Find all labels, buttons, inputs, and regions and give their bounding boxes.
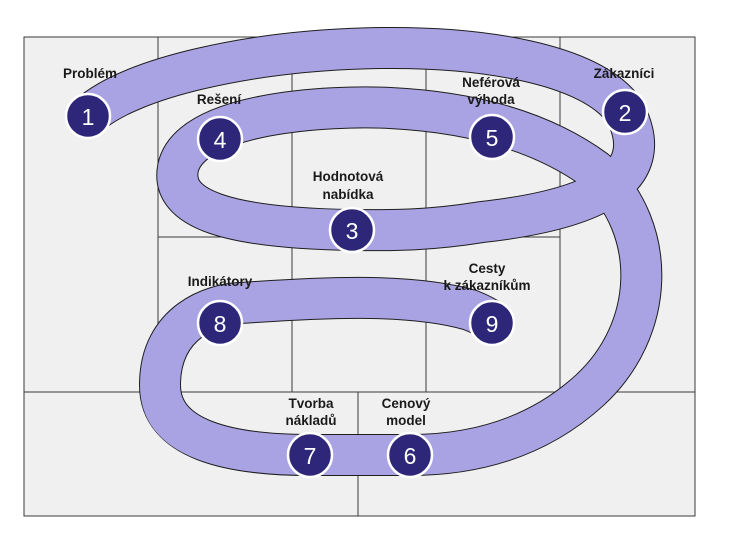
step-1: 1 Problém xyxy=(63,66,117,140)
step-number: 3 xyxy=(346,218,359,244)
spiral-fill xyxy=(68,28,662,476)
label-value-line2: nabídka xyxy=(322,187,374,202)
label-unfair-line2: výhoda xyxy=(467,92,515,107)
step-number: 6 xyxy=(404,443,417,469)
step-circle xyxy=(64,92,112,140)
step-circle xyxy=(196,299,244,347)
step-number: 8 xyxy=(214,311,227,337)
step-circle xyxy=(386,431,434,479)
label-customers: Zákazníci xyxy=(594,66,655,81)
step-number: 4 xyxy=(214,127,227,153)
step-circle xyxy=(468,113,516,161)
step-6: 6 Cenový model xyxy=(382,396,434,479)
label-problem: Problém xyxy=(63,66,117,81)
step-2: 2 Zákazníci xyxy=(594,66,655,136)
step-circle xyxy=(328,206,376,254)
label-value-line1: Hodnotová xyxy=(313,169,384,184)
step-number: 5 xyxy=(486,125,499,151)
label-metrics: Indikátory xyxy=(188,274,253,289)
step-9: 9 Cesty k zákazníkům xyxy=(443,261,531,347)
step-number: 1 xyxy=(82,104,95,130)
label-channels-line1: Cesty xyxy=(469,261,506,276)
flow-spiral xyxy=(67,27,663,477)
step-number: 7 xyxy=(304,443,317,469)
step-3: 3 Hodnotová nabídka xyxy=(313,169,384,254)
step-5: 5 Neférová výhoda xyxy=(462,75,520,161)
step-circle xyxy=(196,115,244,163)
step-4: 4 Rešení xyxy=(196,92,244,163)
step-circle xyxy=(601,88,649,136)
label-pricing-line2: model xyxy=(386,413,426,428)
step-8: 8 Indikátory xyxy=(188,274,253,347)
label-channels-line2: k zákazníkům xyxy=(443,278,530,293)
label-solution: Rešení xyxy=(197,92,243,107)
label-unfair-line1: Neférová xyxy=(462,75,520,90)
step-7: 7 Tvorba nákladů xyxy=(285,396,337,479)
label-costs-line2: nákladů xyxy=(285,413,336,428)
label-pricing-line1: Cenový xyxy=(382,396,431,411)
step-number: 2 xyxy=(619,100,632,126)
label-costs-line1: Tvorba xyxy=(288,396,334,411)
step-number: 9 xyxy=(486,311,499,337)
step-circle xyxy=(468,299,516,347)
step-circle xyxy=(286,431,334,479)
